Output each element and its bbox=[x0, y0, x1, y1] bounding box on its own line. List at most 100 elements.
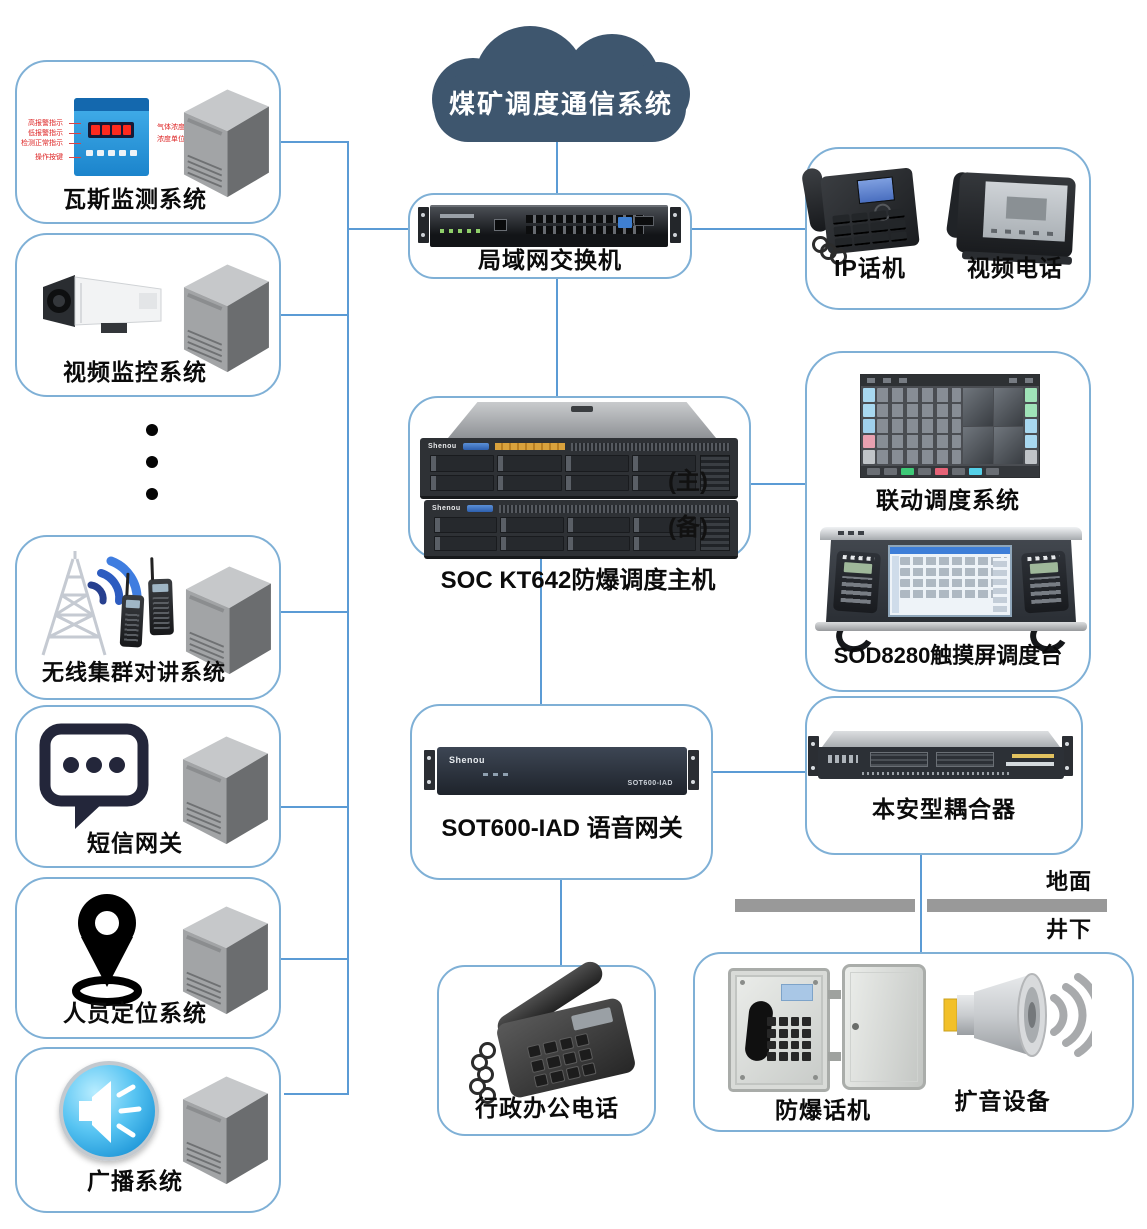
phone-cord bbox=[479, 1042, 496, 1059]
connector-soc-to-gateway bbox=[540, 558, 542, 705]
connector-switch-to-ip-phones bbox=[690, 228, 805, 230]
phone-cord bbox=[479, 1087, 496, 1104]
location-pin-icon bbox=[72, 894, 142, 1006]
box-gas-monitoring-system: 高报警指示 低报警指示 检测正常指示 操作按键 气体浓度 浓度单位 bbox=[15, 60, 281, 224]
coupler-brand-mark bbox=[828, 755, 858, 763]
console-screen-rightbar bbox=[993, 558, 1007, 612]
screenshot-video-feeds bbox=[963, 388, 1023, 464]
ip-phone-keypad bbox=[832, 208, 908, 248]
switch-rack-ear bbox=[418, 207, 429, 243]
connector-video-to-trunk bbox=[281, 314, 349, 316]
server-brand: Shenou bbox=[432, 505, 461, 512]
gas-monitor-device bbox=[74, 98, 149, 176]
speaker-glyph bbox=[79, 1081, 142, 1143]
cabinet-hinge bbox=[828, 990, 841, 999]
label-lan-switch: 局域网交换机 bbox=[478, 247, 622, 273]
box-office-phone bbox=[437, 957, 656, 1136]
label-standby: (备) bbox=[668, 514, 708, 541]
label-personnel-location: 人员定位系统 bbox=[63, 1000, 207, 1026]
ellipsis-dot bbox=[146, 488, 158, 500]
box-video-surveillance-system bbox=[15, 233, 281, 397]
door-panel bbox=[850, 972, 918, 1082]
screenshot-left-buttons bbox=[863, 388, 875, 464]
gas-annotation: 操作按键 bbox=[35, 154, 63, 161]
connector-broadcast-to-trunk bbox=[284, 1093, 349, 1095]
video-phone-icon bbox=[955, 172, 1077, 258]
gateway-model-text: SOT600-IAD bbox=[627, 780, 673, 787]
gas-annotation-line bbox=[69, 133, 81, 134]
rack-server-standby: Shenou bbox=[424, 500, 738, 559]
walkie-talkie-icon bbox=[148, 557, 174, 636]
cabinet-keypad bbox=[767, 1017, 811, 1061]
screenshot-right-buttons bbox=[1025, 388, 1037, 464]
ellipsis-dot bbox=[146, 424, 158, 436]
gateway-leds bbox=[483, 773, 509, 776]
coupler-terminal-row bbox=[862, 772, 1012, 775]
walkie-talkie-icon bbox=[119, 572, 145, 648]
label-coupler: 本安型耦合器 bbox=[872, 796, 1016, 822]
surface-bar-left bbox=[735, 899, 915, 912]
switch-port-grid bbox=[526, 215, 644, 237]
switch-console-port bbox=[494, 219, 507, 231]
console-phone-left bbox=[832, 550, 882, 614]
coupler-label-line bbox=[1006, 762, 1054, 766]
console-phone-right bbox=[1020, 550, 1070, 614]
coupler-port-block bbox=[870, 752, 928, 767]
sot600-device: Shenou SOT600-IAD bbox=[437, 747, 687, 795]
lan-switch-device bbox=[430, 205, 668, 247]
console-screen-titlebar bbox=[890, 547, 1010, 554]
door-handle bbox=[852, 1023, 859, 1030]
coupler-device bbox=[818, 747, 1064, 779]
connector-coupler-to-underground bbox=[920, 854, 922, 954]
switch-sfp-slot bbox=[634, 216, 654, 226]
sod8280-console bbox=[826, 540, 1076, 622]
box-sms-gateway bbox=[15, 705, 281, 868]
cloud-base bbox=[434, 74, 686, 142]
gas-annotation-line bbox=[69, 143, 81, 144]
label-explosion-proof-phone: 防爆话机 bbox=[775, 1097, 871, 1123]
linkage-software-screenshot bbox=[860, 374, 1040, 478]
drive-bays bbox=[434, 517, 696, 551]
server-tower-icon bbox=[178, 82, 273, 200]
console-touchscreen bbox=[888, 545, 1012, 617]
switch-label-tag bbox=[618, 217, 632, 228]
label-linkage-dispatch: 联动调度系统 bbox=[876, 487, 1020, 513]
label-loudspeaker: 扩音设备 bbox=[954, 1088, 1051, 1114]
screenshot-button-grid bbox=[877, 388, 961, 464]
server-brand: Shenou bbox=[428, 443, 457, 450]
console-top-rail bbox=[820, 527, 1082, 540]
console-screen-sidebar bbox=[892, 556, 899, 613]
gas-annotation: 浓度单位 bbox=[157, 136, 185, 143]
coupler-label-line bbox=[1012, 754, 1054, 758]
connector-cloud-to-switch bbox=[556, 138, 558, 195]
drive-bays bbox=[430, 455, 696, 491]
label-video-surveillance: 视频监控系统 bbox=[63, 359, 207, 385]
coupler-top-lid bbox=[822, 731, 1060, 747]
gas-monitor-header bbox=[74, 98, 149, 111]
phone-cord bbox=[477, 1066, 494, 1083]
diagram-title: 煤矿调度通信系统 bbox=[448, 89, 673, 119]
label-primary: (主) bbox=[668, 468, 708, 495]
screenshot-toolbar bbox=[861, 375, 1039, 386]
server-side-panel bbox=[700, 517, 730, 551]
screenshot-bottom-bar bbox=[861, 466, 1039, 477]
gas-annotation: 气体浓度 bbox=[157, 124, 185, 131]
gas-annotation: 低报警指示 bbox=[28, 130, 63, 137]
gateway-rack-ear bbox=[688, 750, 699, 790]
server-logo bbox=[462, 443, 489, 450]
connector-switch-to-soc bbox=[556, 277, 558, 398]
label-video-phone: 视频电话 bbox=[967, 255, 1063, 281]
loudspeaker-icon bbox=[943, 973, 1092, 1057]
connector-gateway-to-coupler bbox=[712, 771, 806, 773]
explosion-proof-phone-cabinet bbox=[728, 968, 830, 1092]
ellipsis-dot bbox=[146, 456, 158, 468]
label-gas-monitoring: 瓦斯监测系统 bbox=[63, 186, 207, 212]
switch-rack-ear bbox=[670, 207, 681, 243]
label-sms-gateway: 短信网关 bbox=[87, 830, 183, 856]
label-voice-gateway: SOT600-IAD 语音网关 bbox=[441, 815, 683, 842]
switch-leds bbox=[440, 229, 480, 233]
server-tower-icon bbox=[178, 257, 273, 375]
switch-brand-mark bbox=[440, 214, 474, 218]
gateway-brand: Shenou bbox=[449, 755, 485, 765]
